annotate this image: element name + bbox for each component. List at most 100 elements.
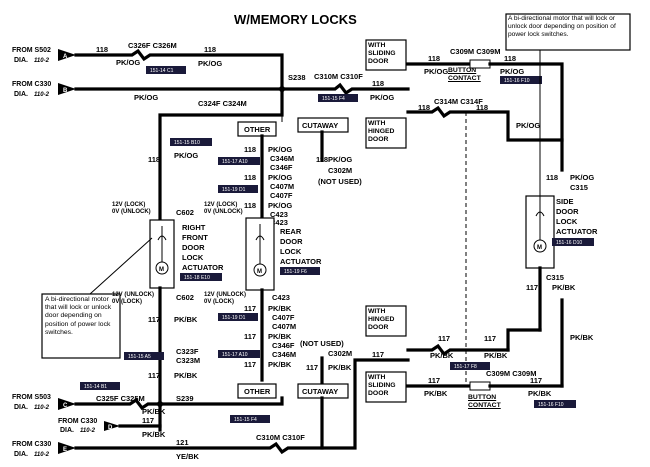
wire-rear-num-2: 118 bbox=[244, 173, 256, 182]
ref-11: 151-14 B1 bbox=[84, 384, 107, 390]
option-sliding-bot-label: WITH SLIDING DOOR bbox=[368, 374, 396, 397]
wire-hg-top-color: PK/OG bbox=[516, 121, 540, 130]
ref-box-6 bbox=[180, 273, 222, 281]
actuator-rear-3: LOCK bbox=[280, 247, 302, 256]
splice-s239-label: S239 bbox=[176, 394, 194, 403]
splice-s238-label: S238 bbox=[288, 73, 306, 82]
source-e-letter: E bbox=[63, 447, 67, 453]
actuator-rear-4: ACTUATOR bbox=[280, 257, 322, 266]
wire-cut-num: 118 bbox=[316, 155, 328, 164]
wire-cut-color-bot: PK/BK bbox=[328, 363, 352, 372]
connector-c346m-top: C346M bbox=[270, 154, 294, 163]
wire-117-front-num: 117 bbox=[148, 315, 160, 324]
wire-117-rear-num-1: 117 bbox=[244, 304, 256, 313]
option-hinged-top-fo: WITH HINGED DOOR bbox=[368, 120, 394, 143]
source-a-dia-ref: 110-2 bbox=[34, 58, 50, 64]
actuator-rf-3: DOOR bbox=[182, 243, 205, 252]
wire-sl-top-color-2: PK/OG bbox=[500, 67, 524, 76]
wire-hg-top-num-2: 118 bbox=[476, 103, 488, 112]
wire-front-color: PK/OG bbox=[174, 151, 198, 160]
ref-box-11 bbox=[80, 382, 120, 390]
wire-rear-color-2: PK/OG bbox=[268, 173, 292, 182]
wire-side-num: 118 bbox=[546, 173, 558, 182]
connector-c423-b: C423 bbox=[270, 218, 288, 227]
ref-16: 151-16 F10 bbox=[538, 402, 564, 408]
note-top-right-box bbox=[505, 13, 631, 51]
source-b-from: FROM C330 bbox=[12, 81, 51, 88]
wire-b-num: 118 bbox=[372, 79, 384, 88]
wire-hg-bot-num-2: 117 bbox=[484, 334, 496, 343]
wire-front-num: 118 bbox=[148, 155, 160, 164]
wire-117-rear-color-3: PK/BK bbox=[268, 360, 292, 369]
actuator-rf-1: RIGHT bbox=[182, 223, 206, 232]
source-b: FROM C330 DIA. 110-2 B bbox=[12, 81, 76, 98]
source-e-dia: DIA. bbox=[14, 451, 28, 458]
wire-117-mid-num: 117 bbox=[372, 350, 384, 359]
wire-sl-top-num-2: 118 bbox=[504, 54, 516, 63]
connector-arrow-d bbox=[104, 421, 120, 431]
connector-c326: C326F C326M bbox=[128, 41, 177, 50]
ref-box-10 bbox=[124, 352, 164, 360]
connector-c346f-bot: C346F bbox=[272, 341, 295, 350]
motor-rear-label: M bbox=[257, 269, 262, 275]
source-d-dia-ref: 110-2 bbox=[80, 428, 96, 434]
wire-sl-top-num: 118 bbox=[428, 54, 440, 63]
wire-117-rear-color-2: PK/BK bbox=[268, 332, 292, 341]
ref-box-5 bbox=[218, 185, 258, 193]
connector-c346m-bot: C346M bbox=[272, 350, 296, 359]
option-hinged-bot-label: WITH HINGED DOOR bbox=[368, 308, 395, 331]
wire-rear-color-3: PK/OG bbox=[268, 201, 292, 210]
ref-4: 151-17 A10 bbox=[222, 159, 248, 165]
wire-121-num: 121 bbox=[176, 438, 189, 447]
ref-15: 151-17 F8 bbox=[454, 364, 477, 370]
ref-box-7 bbox=[280, 267, 320, 275]
wire-117-front-num-2: 117 bbox=[148, 371, 160, 380]
wire-118-b bbox=[74, 82, 410, 96]
connector-c602-bot: C602 bbox=[176, 293, 194, 302]
wire-117-rear-num-3: 117 bbox=[244, 360, 256, 369]
option-hinged-bot bbox=[365, 305, 407, 337]
ref-box-13 bbox=[500, 76, 542, 84]
option-other-top-label: OTHER bbox=[244, 125, 271, 134]
ref-box-2 bbox=[318, 94, 358, 102]
ref-box-9 bbox=[218, 350, 260, 358]
splice-s239 bbox=[157, 401, 163, 407]
ref-10: 151-15 A5 bbox=[128, 354, 151, 360]
source-c-dia-ref: 110-2 bbox=[34, 405, 50, 411]
ref-box-3 bbox=[170, 138, 212, 146]
connector-c423-bot: C423 bbox=[272, 293, 290, 302]
source-b-letter: B bbox=[63, 88, 68, 94]
wire-117-front-color: PK/BK bbox=[174, 315, 198, 324]
voltage-rear-lock-b: 0V (LOCK) bbox=[204, 299, 234, 305]
source-e-dia-ref: 110-2 bbox=[34, 452, 50, 458]
option-sliding-bot-fo: WITH SLIDING DOOR bbox=[368, 374, 396, 397]
ref-14: 151-16 D10 bbox=[556, 240, 582, 246]
actuator-rf-5: ACTUATOR bbox=[182, 263, 224, 272]
wire-side-color: PK/OG bbox=[570, 173, 594, 182]
ref-9: 151-17 A10 bbox=[222, 352, 248, 358]
motor-side-label: M bbox=[537, 245, 542, 251]
ref-box-16 bbox=[534, 400, 576, 408]
actuator-side-link bbox=[535, 202, 545, 240]
wire-sl-bot-num-2: 117 bbox=[530, 376, 542, 385]
source-a: FROM S502 DIA. 110-2 A bbox=[12, 47, 76, 64]
ref-13: 151-16 F10 bbox=[504, 78, 530, 84]
option-other-top bbox=[237, 121, 277, 137]
source-a-from: FROM S502 bbox=[12, 47, 51, 54]
ref-box-14 bbox=[552, 238, 594, 246]
source-d-from: FROM C330 bbox=[58, 418, 97, 425]
actuator-rear-1: REAR bbox=[280, 227, 302, 236]
connector-c407m-bot: C407M bbox=[272, 322, 296, 331]
actuator-side-3: LOCK bbox=[556, 217, 578, 226]
connector-c323f: C323F bbox=[176, 347, 199, 356]
wire-a-num-2: 118 bbox=[204, 45, 216, 54]
option-other-bot-label: OTHER bbox=[244, 387, 271, 396]
wire-117-rear-color-1: PK/BK bbox=[268, 304, 292, 313]
wire-hg-bot-color-2: PK/BK bbox=[484, 351, 508, 360]
voltage-front-unlock: 0V (UNLOCK) bbox=[112, 209, 151, 215]
diagram-title: W/MEMORY LOCKS bbox=[234, 12, 357, 27]
note-left-fo: A bi-directional motor that will lock or… bbox=[45, 296, 111, 336]
button-contact-bot-label: BUTTON CONTACT bbox=[468, 394, 501, 409]
connector-c314: C314M C314F bbox=[434, 97, 483, 106]
